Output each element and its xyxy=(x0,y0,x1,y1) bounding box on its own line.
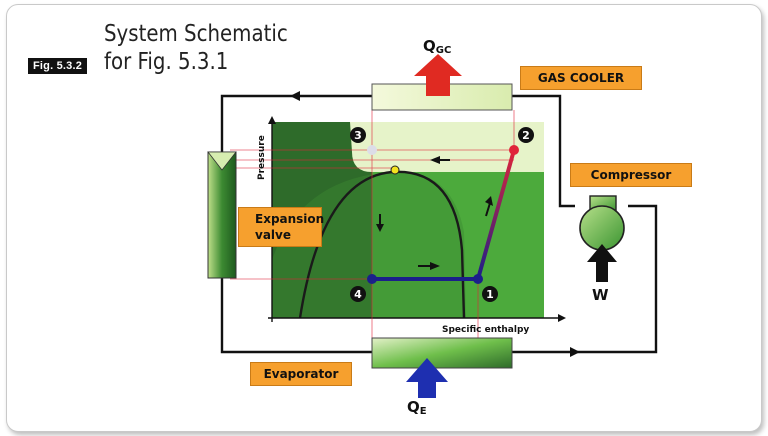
dir-arrow-4-1 xyxy=(430,262,440,270)
y-axis-arrow xyxy=(268,116,276,124)
heat-absorbed-symbol: Q xyxy=(407,398,420,416)
evaporator-label: Evaporator xyxy=(250,362,352,386)
x-axis-label: Specific enthalpy xyxy=(442,325,529,335)
compressor-label: Compressor xyxy=(570,163,692,187)
figure-title: System Schematic for Fig. 5.3.1 xyxy=(104,20,288,76)
state-point-1: 1 xyxy=(486,288,494,301)
expansion-valve-taper xyxy=(207,151,237,171)
dir-arrow-2-3 xyxy=(430,156,440,164)
expansion-valve xyxy=(207,151,237,279)
flow-arrow-bottom xyxy=(570,347,580,357)
cycle xyxy=(367,145,519,284)
figure-title-line1: System Schematic xyxy=(104,21,288,47)
compressor xyxy=(579,195,625,282)
region-main xyxy=(372,172,544,318)
expansion-valve-label: Expansion valve xyxy=(238,207,325,247)
dir-arrow-3-4 xyxy=(376,224,384,232)
state-point-4: 4 xyxy=(354,288,362,301)
critical-point xyxy=(390,165,400,175)
expansion-valve-label-line1: Expansion xyxy=(255,212,325,226)
evaporator xyxy=(371,337,513,369)
x-axis-arrow xyxy=(558,314,566,322)
region-supercritical xyxy=(350,122,544,172)
heat-rejected-subscript: GC xyxy=(435,45,452,56)
work-input-arrow xyxy=(587,244,617,282)
cycle-node-4 xyxy=(367,274,377,284)
work-input-label: W xyxy=(592,286,609,304)
figure-badge: Fig. 5.3.2 xyxy=(28,58,88,74)
dir-arrow-1-2 xyxy=(485,196,493,206)
figure-title-line2: for Fig. 5.3.1 xyxy=(104,49,229,75)
heat-absorbed-label: QE xyxy=(407,398,427,417)
y-axis-label: Pressure xyxy=(257,135,267,180)
state-point-2: 2 xyxy=(522,129,530,142)
state-point-3: 3 xyxy=(354,129,362,142)
heat-in-arrow xyxy=(406,358,448,398)
flow-arrow-top xyxy=(290,91,300,101)
cycle-node-3 xyxy=(367,145,377,155)
heat-rejected-symbol: Q xyxy=(423,37,436,55)
cycle-node-1 xyxy=(473,274,483,284)
heat-out-arrow xyxy=(414,54,462,96)
gas-cooler-label: GAS COOLER xyxy=(520,66,642,90)
piping xyxy=(220,94,658,354)
heat-absorbed-subscript: E xyxy=(419,406,427,417)
heat-rejected-label: QGC xyxy=(423,37,451,56)
cycle-node-2 xyxy=(509,145,519,155)
cycle-1-2 xyxy=(476,149,516,280)
expansion-valve-label-line2: valve xyxy=(255,228,291,242)
state-points: 3 2 4 1 xyxy=(350,127,534,302)
